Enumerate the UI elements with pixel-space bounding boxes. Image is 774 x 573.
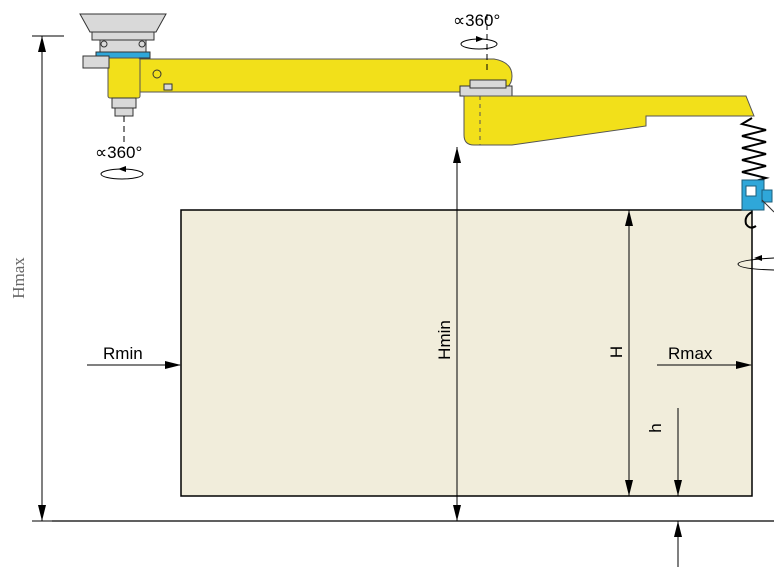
hmax-label: Hmax	[9, 257, 28, 299]
rmin-arrow	[87, 361, 181, 369]
rotation-arrow-icon	[100, 166, 144, 180]
h-total-label: H	[607, 346, 626, 358]
work-area	[180, 209, 753, 497]
h-gap-label: h	[646, 423, 665, 432]
rotation-top-label: ∝360°	[453, 11, 500, 30]
hook-icon	[744, 211, 757, 229]
rmin-label: Rmin	[103, 344, 143, 363]
spring-icon	[739, 117, 770, 183]
h-gap-dimension	[674, 408, 682, 567]
rotation-arrow-icon	[737, 255, 774, 271]
rmax-arrow	[657, 361, 752, 369]
ceiling-mount	[79, 13, 167, 33]
hmin-label: Hmin	[435, 320, 454, 360]
hmin-dimension	[453, 147, 461, 521]
arm-assembly	[79, 13, 774, 229]
hmax-dimension	[32, 35, 64, 522]
h-total-dimension	[625, 210, 633, 496]
rotation-left-label: ∝360°	[95, 143, 142, 162]
rmax-label: Rmax	[668, 344, 713, 363]
rotation-arrow-icon	[460, 36, 498, 50]
